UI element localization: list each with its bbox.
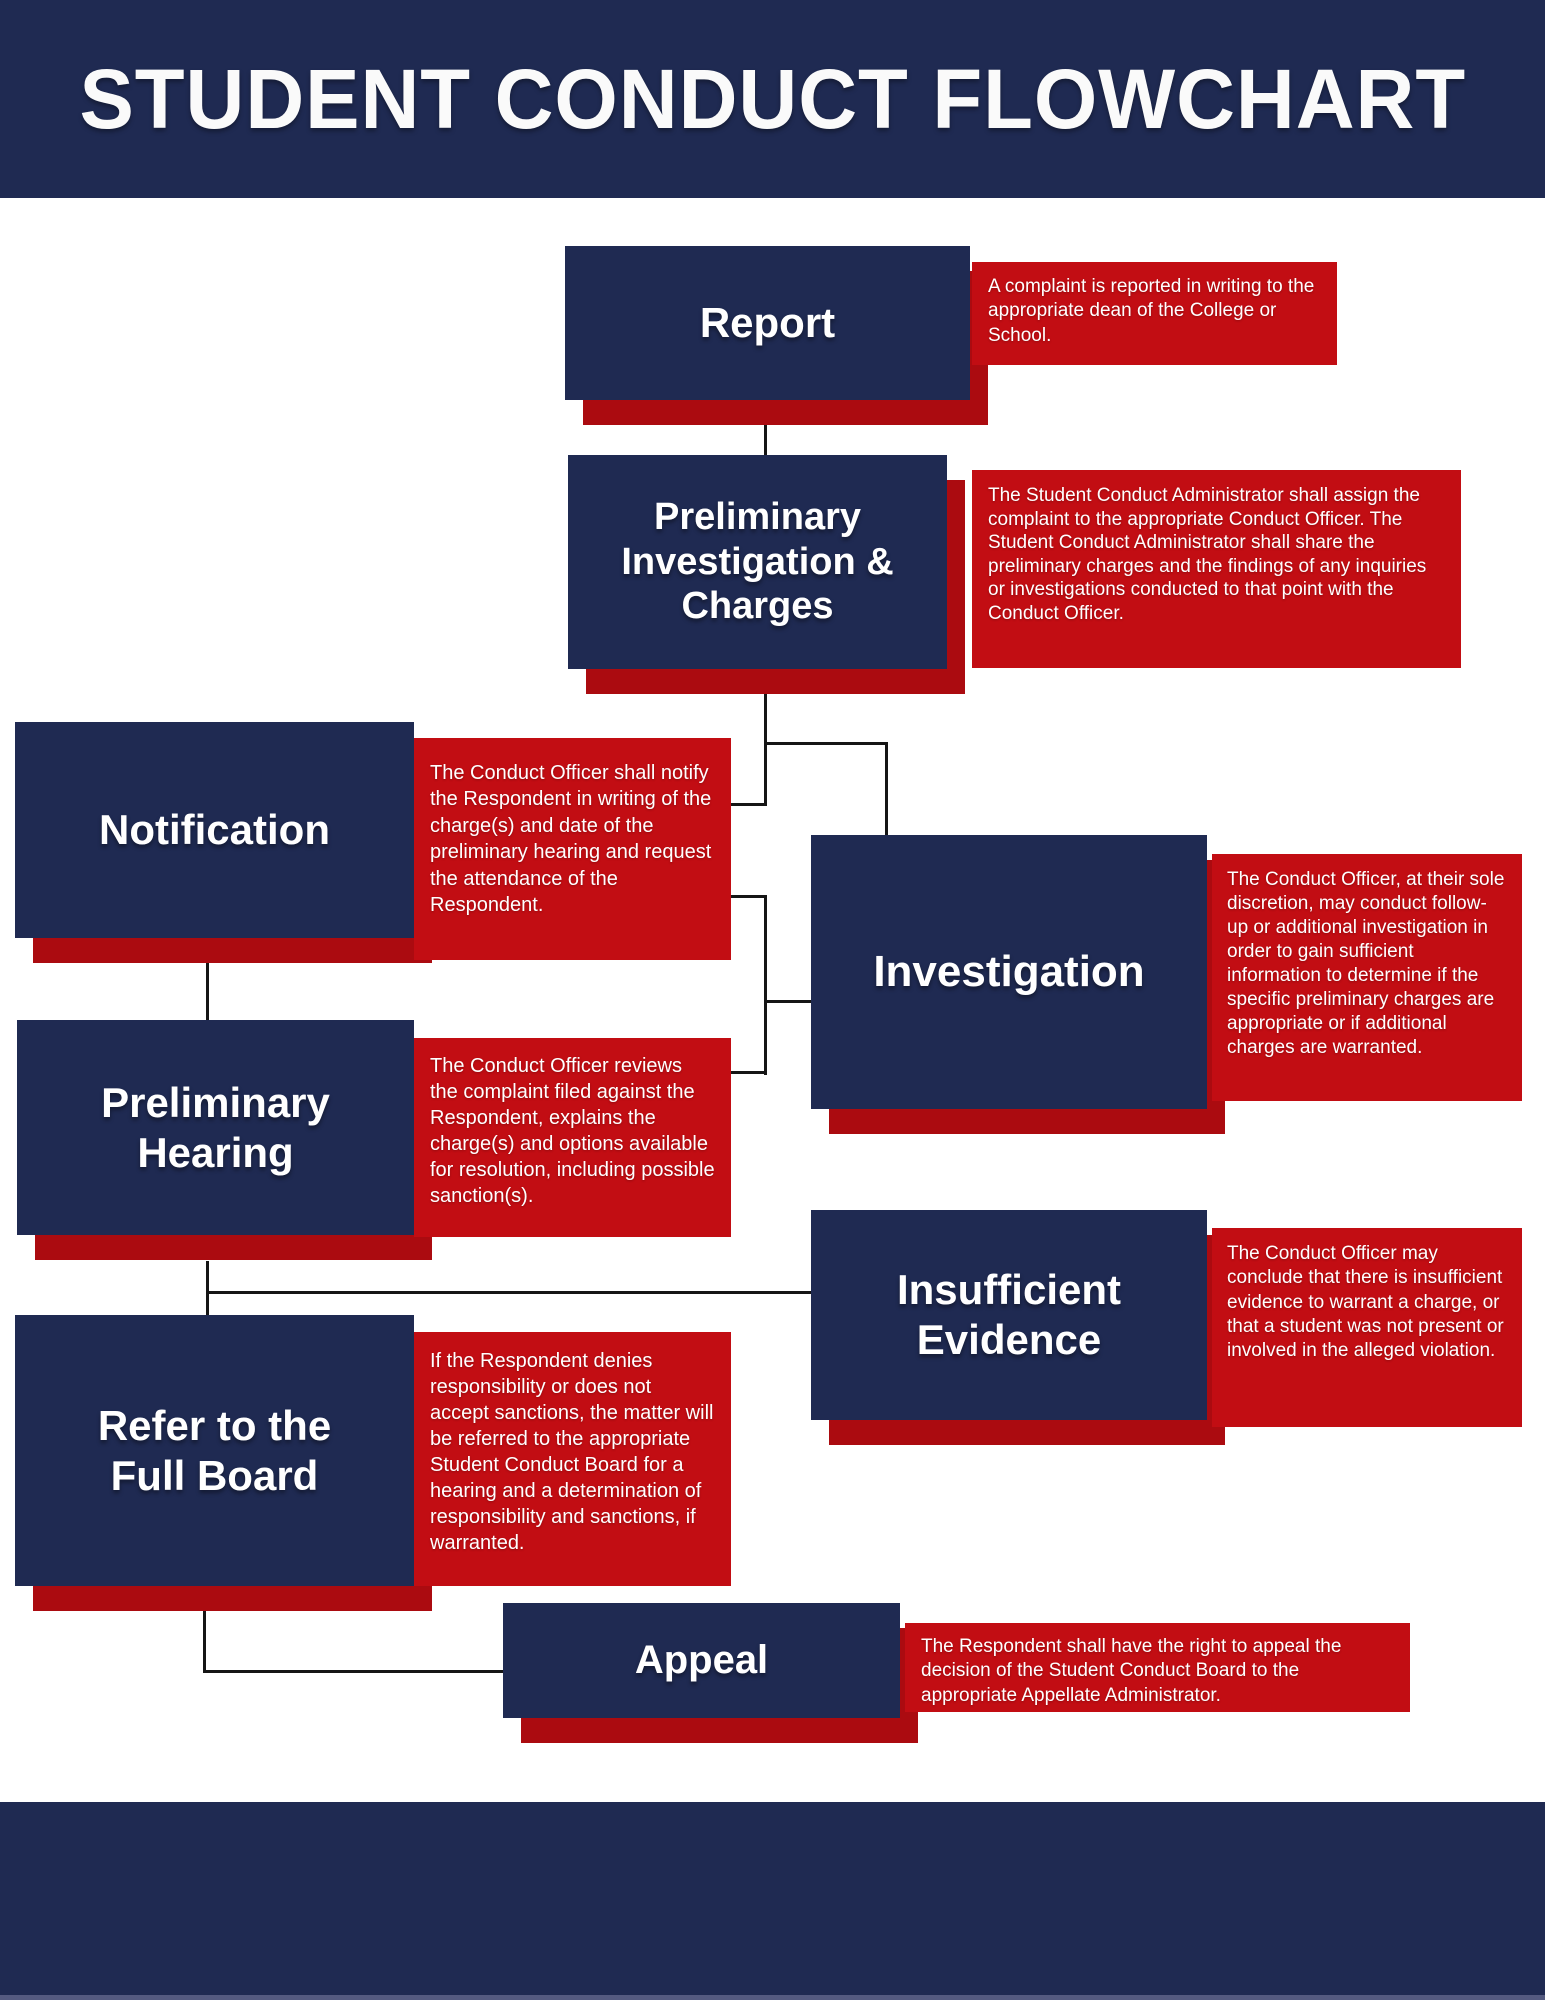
notification-description: The Conduct Officer shall notify the Res… bbox=[414, 738, 731, 960]
connector-preliminary-stem bbox=[764, 694, 767, 806]
investigation-description: The Conduct Officer, at their sole discr… bbox=[1212, 854, 1522, 1101]
header-banner: STUDENT CONDUCT FLOWCHART bbox=[0, 0, 1545, 198]
connector-hearing-to-stem bbox=[727, 1071, 767, 1074]
node-report-label: Report bbox=[699, 299, 836, 347]
node-notification-label: Notification bbox=[99, 806, 330, 854]
connector-board-stem bbox=[203, 1611, 206, 1673]
connector-to-investigation-top bbox=[885, 742, 888, 837]
node-insufficient-evidence: Insufficient Evidence bbox=[811, 1210, 1207, 1420]
node-preliminary-hearing-label: Preliminary Hearing bbox=[101, 1078, 330, 1176]
node-refer-full-board: Refer to the Full Board bbox=[15, 1315, 414, 1586]
connector-mid-stem bbox=[764, 895, 767, 1075]
node-refer-full-board-label: Refer to the Full Board bbox=[97, 1401, 332, 1499]
connector-to-investigation-left bbox=[764, 1000, 813, 1003]
connector-report-to-preliminary bbox=[764, 402, 767, 457]
report-description: A complaint is reported in writing to th… bbox=[972, 262, 1337, 365]
node-preliminary-hearing: Preliminary Hearing bbox=[17, 1020, 414, 1235]
connector-hearing-to-board bbox=[206, 1261, 209, 1317]
refer-full-board-description: If the Respondent denies responsibility … bbox=[414, 1332, 731, 1586]
footer-banner bbox=[0, 1802, 1545, 2000]
connector-to-notification bbox=[729, 803, 767, 806]
node-appeal: Appeal bbox=[503, 1603, 900, 1718]
node-investigation-label: Investigation bbox=[873, 947, 1145, 997]
connector-notification-to-hearing bbox=[206, 963, 209, 1022]
node-notification: Notification bbox=[15, 722, 414, 938]
page-title: STUDENT CONDUCT FLOWCHART bbox=[79, 51, 1466, 146]
connector-branch-right bbox=[764, 742, 888, 745]
connector-to-insufficient-evidence bbox=[206, 1291, 813, 1294]
connector-notification-lower bbox=[729, 895, 767, 898]
preliminary-investigation-description: The Student Conduct Administrator shall … bbox=[972, 470, 1461, 668]
insufficient-evidence-description: The Conduct Officer may conclude that th… bbox=[1212, 1228, 1522, 1427]
connector-to-appeal bbox=[203, 1670, 505, 1673]
node-appeal-label: Appeal bbox=[634, 1637, 769, 1682]
preliminary-hearing-description: The Conduct Officer reviews the complain… bbox=[414, 1038, 731, 1237]
node-investigation: Investigation bbox=[811, 835, 1207, 1109]
node-preliminary-investigation-label: Preliminary Investigation & Charges bbox=[621, 495, 894, 628]
footer-edge-strip bbox=[0, 1995, 1545, 2000]
node-report: Report bbox=[565, 246, 970, 400]
node-insufficient-evidence-label: Insufficient Evidence bbox=[896, 1266, 1121, 1363]
node-preliminary-investigation-charges: Preliminary Investigation & Charges bbox=[568, 455, 947, 669]
appeal-description: The Respondent shall have the right to a… bbox=[905, 1623, 1410, 1712]
